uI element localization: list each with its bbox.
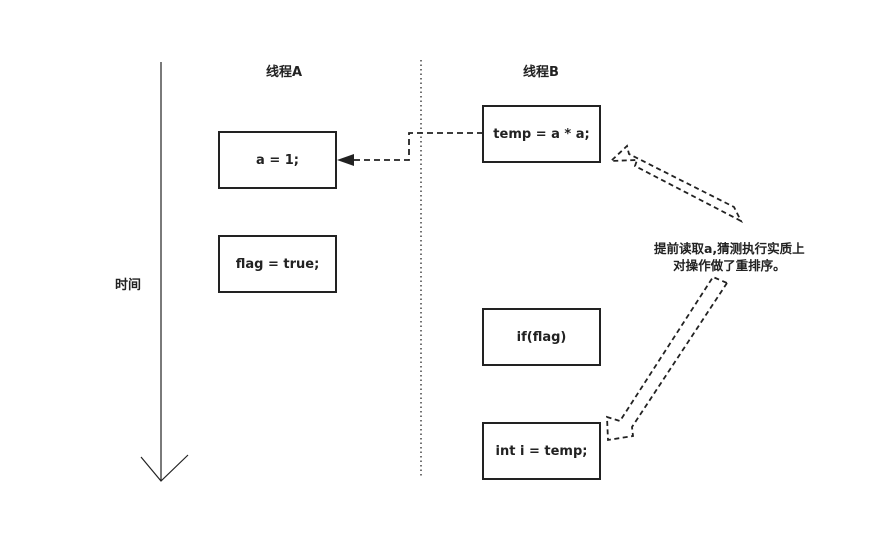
time-axis-label: 时间: [115, 278, 142, 293]
reorder-arrow-up: [608, 144, 744, 224]
reorder-annotation: 提前读取a,猜测执行实质上 对操作做了重排序。: [654, 240, 805, 274]
reorder-arrow-down: [606, 275, 729, 442]
thread-b-step-assign-i: int i = temp;: [482, 422, 601, 480]
thread-a-step-assign-a: a = 1;: [218, 131, 337, 189]
thread-a-title: 线程A: [266, 65, 303, 80]
thread-b-title: 线程B: [523, 65, 559, 80]
time-axis-arrowhead: [140, 454, 189, 482]
thread-b-step-check-flag: if(flag): [482, 308, 601, 366]
reorder-annotation-line-2: 对操作做了重排序。: [673, 258, 786, 273]
read-dependency-arrowhead: [337, 154, 354, 166]
reorder-annotation-line-1: 提前读取a,猜测执行实质上: [654, 241, 805, 256]
thread-b-step-compute-temp: temp = a * a;: [482, 105, 601, 163]
thread-a-step-set-flag: flag = true;: [218, 235, 337, 293]
read-dependency-arrow: [352, 132, 483, 161]
